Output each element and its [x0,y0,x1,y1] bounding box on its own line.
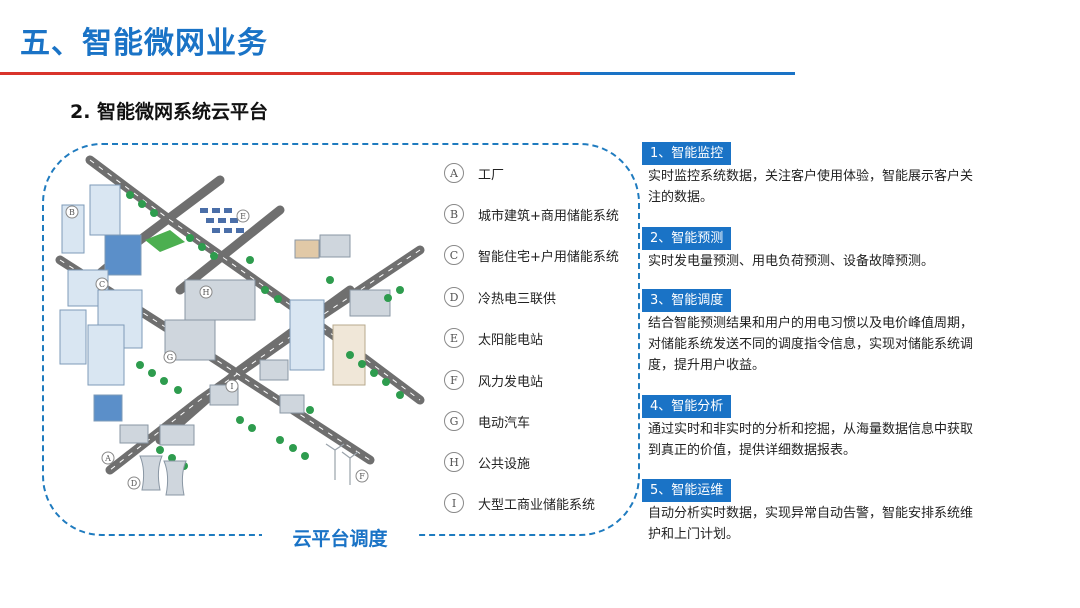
feature-line: 对储能系统发送不同的调度指令信息，实现对储能系统调 [648,334,1022,355]
legend-label: 大型工商业储能系统 [478,494,595,513]
svg-text:I: I [230,382,233,391]
legend-label: 工厂 [478,164,504,183]
legend-label: 风力发电站 [478,371,543,390]
feature-forecasting: 2、智能预测 实时发电量预测、用电负荷预测、设备故障预测。 [642,227,1022,272]
svg-text:G: G [167,353,173,362]
legend-label: 电动汽车 [478,412,530,431]
title-divider-blue [580,72,795,75]
legend-marker: C [444,245,464,265]
legend-label: 公共设施 [478,453,530,472]
feature-line: 注的数据。 [648,187,1022,208]
svg-text:D: D [131,479,137,488]
legend-item-a: A 工厂 [444,162,504,184]
feature-tag: 2、智能预测 [642,227,731,250]
feature-description: 实时发电量预测、用电负荷预测、设备故障预测。 [648,251,1022,272]
feature-monitoring: 1、智能监控 实时监控系统数据，关注客户使用体验，智能展示客户关 注的数据。 [642,142,1022,208]
svg-text:B: B [69,208,75,217]
legend-marker: E [444,328,464,348]
feature-description: 自动分析实时数据，实现异常自动告警，智能安排系统维 护和上门计划。 [648,503,1022,545]
feature-line: 结合智能预测结果和用户的用电习惯以及电价峰值周期， [648,313,1022,334]
legend-item-i: I 大型工商业储能系统 [444,492,595,514]
svg-text:C: C [99,280,105,289]
legend-marker: F [444,370,464,390]
legend-marker: D [444,287,464,307]
section-title: 2. 智能微网系统云平台 [70,97,268,124]
feature-line: 自动分析实时数据，实现异常自动告警，智能安排系统维 [648,503,1022,524]
feature-tag: 5、智能运维 [642,479,731,502]
legend-marker: G [444,411,464,431]
feature-analysis: 4、智能分析 通过实时和非实时的分析和挖掘，从海量数据信息中获取 到真正的价值，… [642,395,1022,461]
legend-marker: A [444,163,464,183]
microgrid-city-illustration: A B C D E F G H I [50,150,440,520]
frame-label: 云平台调度 [262,524,418,551]
legend-item-d: D 冷热电三联供 [444,286,556,308]
legend-item-c: C 智能住宅+户用储能系统 [444,244,619,266]
legend-marker: B [444,204,464,224]
legend-item-b: B 城市建筑+商用储能系统 [444,203,619,225]
svg-text:A: A [104,454,111,463]
solar-panels [200,208,244,233]
feature-line: 护和上门计划。 [648,524,1022,545]
legend-marker: I [444,493,464,513]
legend-item-g: G 电动汽车 [444,410,530,432]
slide-title: 五、智能微网业务 [20,18,268,62]
svg-text:F: F [359,472,365,481]
legend-marker: H [444,452,464,472]
legend-label: 太阳能电站 [478,329,543,348]
feature-description: 通过实时和非实时的分析和挖掘，从海量数据信息中获取 到真正的价值，提供详细数据报… [648,419,1022,461]
legend-label: 城市建筑+商用储能系统 [478,205,619,224]
feature-tag: 1、智能监控 [642,142,731,165]
feature-scheduling: 3、智能调度 结合智能预测结果和用户的用电习惯以及电价峰值周期， 对储能系统发送… [642,289,1022,376]
legend-item-f: F 风力发电站 [444,369,543,391]
feature-description: 实时监控系统数据，关注客户使用体验，智能展示客户关 注的数据。 [648,166,1022,208]
feature-description: 结合智能预测结果和用户的用电习惯以及电价峰值周期， 对储能系统发送不同的调度指令… [648,313,1022,376]
svg-text:E: E [240,212,246,221]
feature-line: 通过实时和非实时的分析和挖掘，从海量数据信息中获取 [648,419,1022,440]
legend-label: 冷热电三联供 [478,288,556,307]
feature-tag: 4、智能分析 [642,395,731,418]
feature-line: 实时监控系统数据，关注客户使用体验，智能展示客户关 [648,166,1022,187]
legend-item-h: H 公共设施 [444,451,530,473]
feature-tag: 3、智能调度 [642,289,731,312]
feature-line: 到真正的价值，提供详细数据报表。 [648,440,1022,461]
legend-label: 智能住宅+户用储能系统 [478,246,619,265]
feature-line: 度，提升用户收益。 [648,355,1022,376]
svg-text:H: H [203,288,210,297]
feature-operations: 5、智能运维 自动分析实时数据，实现异常自动告警，智能安排系统维 护和上门计划。 [642,479,1022,545]
title-divider-red [0,72,580,75]
feature-line: 实时发电量预测、用电负荷预测、设备故障预测。 [648,251,1022,272]
cooling-towers [140,456,186,495]
legend-item-e: E 太阳能电站 [444,327,543,349]
